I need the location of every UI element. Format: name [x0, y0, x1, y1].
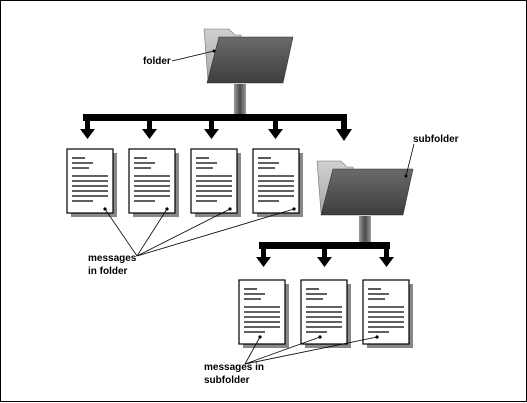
message-document-icon: [238, 279, 289, 348]
connector-bus: [83, 114, 347, 121]
message-document-icon: [300, 279, 351, 348]
messages-in-folder-label-group: messages in folder: [88, 207, 296, 277]
sub-connector-stem: [359, 216, 371, 242]
message-document-icon: [252, 148, 303, 217]
message-document-icon: [128, 148, 179, 217]
messages-in-subfolder-label: messages in subfolder: [204, 362, 267, 386]
message-document-icon: [362, 279, 413, 348]
message-document-icon: [190, 148, 241, 217]
arrow-down-icon: [256, 242, 271, 267]
arrow-down-icon: [379, 242, 394, 267]
subfolder-icon: [316, 160, 414, 216]
messages-in-folder-label: messages in folder: [88, 253, 139, 277]
arrow-down-icon: [80, 114, 95, 139]
arrow-down-icon: [204, 114, 219, 139]
arrow-down-icon: [142, 114, 157, 139]
folder-label: folder: [143, 56, 171, 67]
message-document-icon: [66, 148, 117, 217]
messages-in-subfolder-label-group: messages in subfolder: [204, 335, 379, 386]
subfolder-label-group: subfolder: [404, 134, 459, 178]
arrow-down-icon: [268, 114, 283, 139]
folder-icon: [203, 28, 294, 84]
folder-label-group: folder: [143, 49, 216, 67]
arrow-down-icon: [336, 114, 352, 141]
arrow-down-icon: [317, 242, 332, 267]
connector-stem: [234, 84, 246, 114]
subfolder-label: subfolder: [413, 134, 459, 145]
